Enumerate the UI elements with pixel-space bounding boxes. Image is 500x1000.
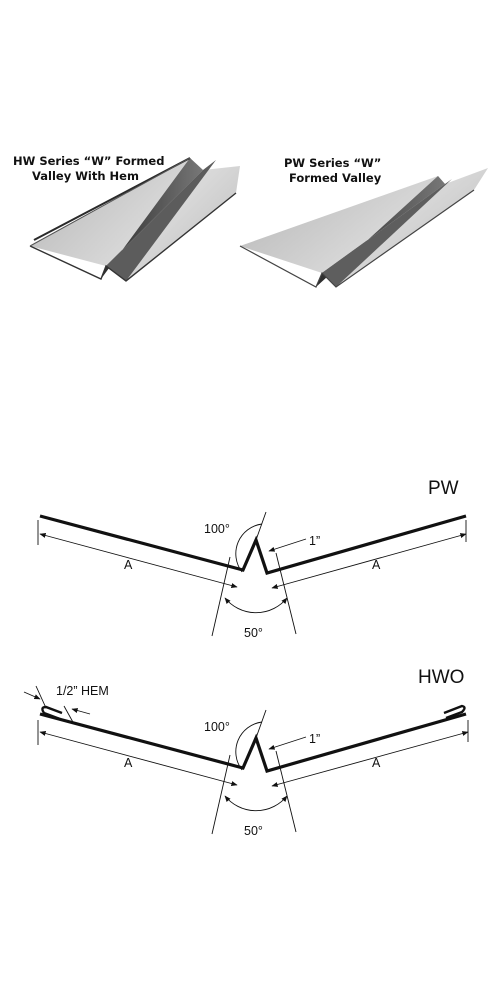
pw-angle-50-arc (224, 597, 288, 614)
hw-series-caption-line1: HW Series “W” Formed (13, 154, 164, 168)
hwo-leg-left-label: A (124, 756, 133, 770)
hwo-left-hem (41, 705, 63, 721)
hwo-angle-top-label: 100° (204, 720, 230, 734)
pw-angle-top-label: 100° (204, 522, 230, 536)
pw-leg-right-dim-line (271, 533, 467, 589)
pw-rib-size-leader (268, 538, 307, 552)
pw-leg-left-dim-line (39, 533, 238, 588)
hwo-rib-size-label: 1” (309, 732, 320, 746)
pw-profile-code: PW (428, 478, 459, 499)
hw-series-valley-render (29, 157, 240, 282)
hwo-angle-bottom-label: 50° (244, 824, 263, 838)
hwo-hem-arrow-left (23, 691, 41, 700)
pw-leg-right-label: A (372, 558, 381, 572)
hwo-leg-right-dim-line (271, 731, 469, 787)
pw-profile-drawing (37, 511, 467, 637)
hwo-hem-arrow-right (71, 708, 91, 715)
pw-rib-size-label: 1” (309, 534, 320, 548)
hwo-angle-100-arc (235, 721, 263, 771)
hwo-leg-left-dim-line (39, 731, 238, 786)
pw-series-valley-render (239, 168, 488, 288)
pw-leg-left-label: A (124, 558, 133, 572)
hwo-hem-dim-ext-left (35, 685, 47, 709)
hwo-profile-code: HWO (418, 667, 464, 688)
pw-metal-profile (39, 514, 467, 575)
pw-angle-100-arc (235, 523, 263, 573)
hwo-leg-right-label: A (372, 756, 381, 770)
pw-angle-bottom-label: 50° (244, 626, 263, 640)
hw-series-caption-line2: Valley With Hem (32, 169, 139, 183)
hwo-profile-drawing (23, 685, 469, 835)
pw-series-caption-line1: PW Series “W” (284, 156, 381, 170)
hwo-rib-size-leader (268, 736, 307, 750)
pw-series-caption-line2: Formed Valley (289, 171, 382, 185)
hwo-hem-label: 1/2” HEM (56, 684, 109, 698)
hwo-right-hem (443, 704, 466, 720)
hwo-hem-dim-ext-right (63, 705, 75, 725)
hwo-angle-50-arc (224, 795, 288, 812)
hwo-metal-profile (39, 712, 467, 773)
